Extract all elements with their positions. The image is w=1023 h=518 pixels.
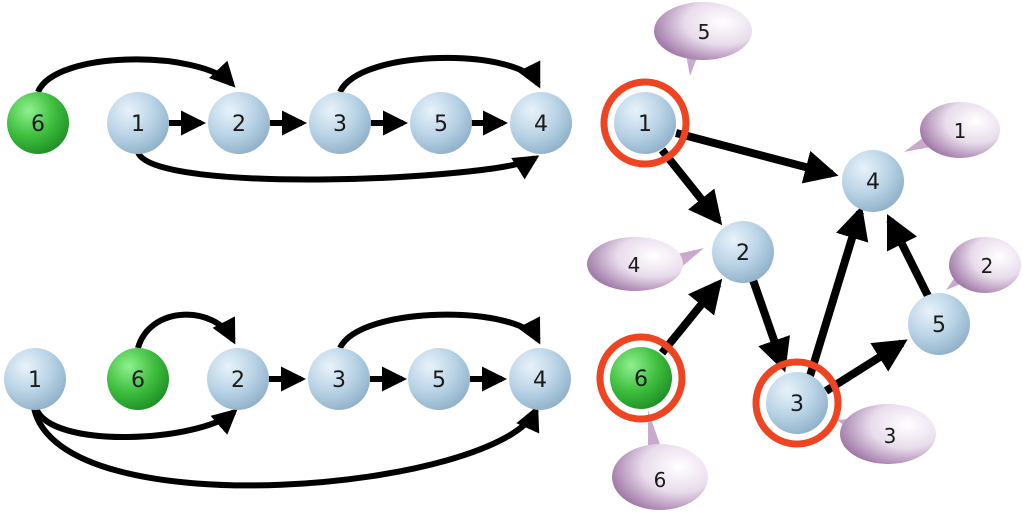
edge-5-4 — [886, 213, 932, 298]
highlight-ring — [600, 78, 690, 168]
edge-6-2 — [35, 56, 236, 94]
bottom-node: 4 — [509, 348, 571, 410]
edge-6-2 — [135, 311, 236, 349]
edge-3-4 — [806, 205, 869, 378]
svg-text:2: 2 — [232, 112, 246, 137]
bottom-node: 2 — [207, 348, 269, 410]
svg-text:6: 6 — [634, 367, 648, 392]
highlight-ring — [596, 333, 686, 423]
graph-node: 1 — [614, 92, 676, 154]
svg-text:1: 1 — [28, 368, 42, 393]
top-node: 6 — [7, 92, 69, 154]
edge-6-2 — [658, 278, 723, 356]
count-bubble: 3 — [836, 404, 936, 464]
graph-node: 2 — [712, 221, 774, 283]
svg-text:3: 3 — [332, 368, 346, 393]
graph-node: 5 — [908, 293, 970, 355]
top-node: 4 — [510, 92, 572, 154]
svg-text:2: 2 — [736, 241, 750, 266]
graph-node: 4 — [842, 150, 904, 212]
top-row: 6 1 2 3 5 4 — [7, 55, 572, 183]
edge-3-4 — [337, 55, 541, 94]
svg-text:1: 1 — [638, 112, 652, 137]
bottom-row: 1 6 2 3 5 4 — [4, 311, 571, 489]
bottom-node: 1 — [4, 348, 66, 410]
edge-1-2 — [33, 406, 238, 440]
edge-1-2 — [658, 147, 723, 226]
svg-text:5: 5 — [932, 313, 946, 338]
edge-1-4 — [31, 405, 540, 489]
svg-text:4: 4 — [533, 368, 547, 393]
svg-text:4: 4 — [866, 170, 880, 195]
svg-text:3: 3 — [790, 392, 804, 417]
top-node: 1 — [107, 92, 169, 154]
count-bubble: 2 — [946, 237, 1021, 293]
count-bubble: 1 — [904, 102, 1000, 158]
svg-text:1: 1 — [131, 112, 145, 137]
graph-node: 6 — [610, 347, 672, 409]
dependency-graph: 5 4 1 2 3 6 — [587, 2, 1021, 510]
svg-text:6: 6 — [654, 468, 667, 492]
top-node: 3 — [309, 92, 371, 154]
bottom-node: 3 — [308, 348, 370, 410]
count-bubble: 6 — [612, 410, 708, 510]
svg-text:6: 6 — [131, 368, 145, 393]
count-bubble: 4 — [587, 237, 704, 291]
edge-3-5 — [823, 339, 908, 395]
count-bubble: 5 — [654, 2, 752, 76]
svg-text:3: 3 — [333, 112, 347, 137]
edge-1-4 — [135, 150, 540, 183]
top-node: 5 — [410, 92, 472, 154]
svg-text:5: 5 — [698, 20, 711, 44]
edge-1-4 — [674, 129, 839, 184]
graph-node: 3 — [766, 372, 828, 434]
svg-text:5: 5 — [434, 112, 448, 137]
svg-text:4: 4 — [628, 253, 641, 277]
svg-text:2: 2 — [981, 254, 994, 278]
top-node: 2 — [208, 92, 270, 154]
svg-text:3: 3 — [884, 424, 897, 448]
svg-text:6: 6 — [31, 112, 45, 137]
svg-text:4: 4 — [534, 112, 548, 137]
edge-3-4 — [337, 311, 541, 350]
svg-text:1: 1 — [954, 119, 967, 143]
svg-text:2: 2 — [231, 368, 245, 393]
bottom-node: 6 — [107, 348, 169, 410]
svg-text:5: 5 — [432, 368, 446, 393]
highlight-ring — [752, 358, 842, 448]
edge-2-3 — [749, 278, 791, 373]
bottom-node: 5 — [408, 348, 470, 410]
